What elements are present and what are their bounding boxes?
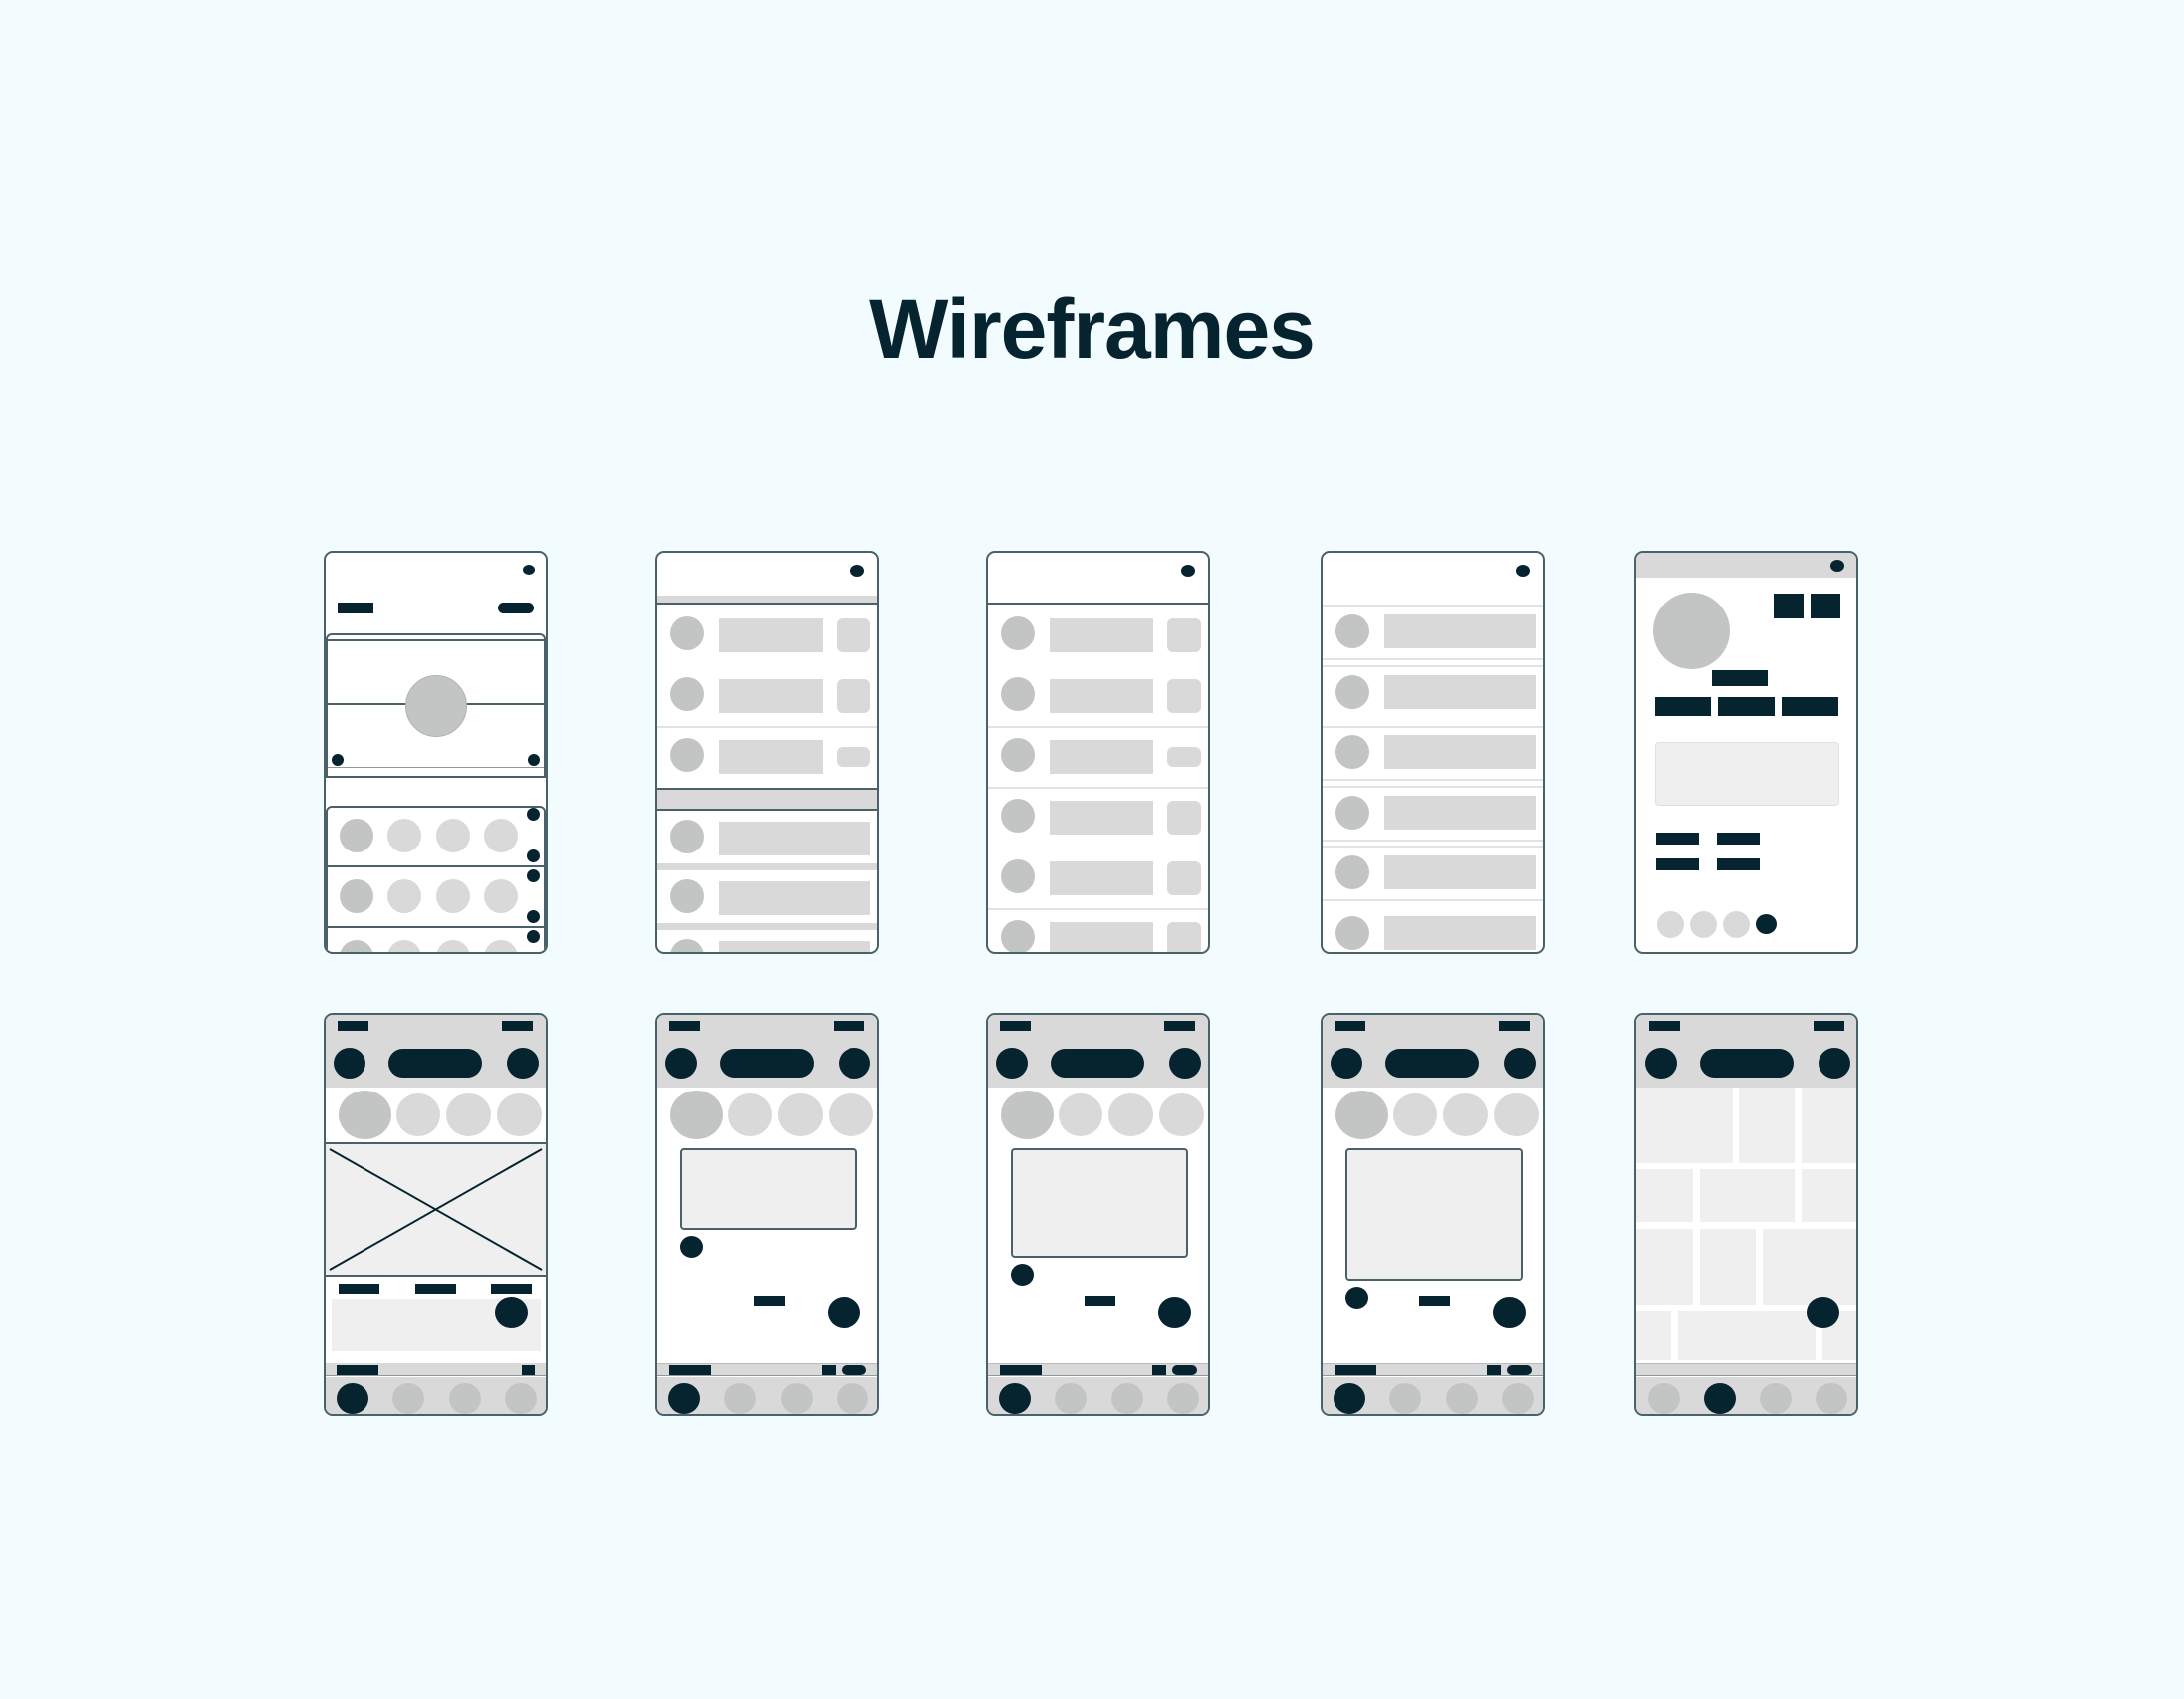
wireframe-simple-list	[1321, 551, 1545, 954]
stat-bar-2	[1718, 697, 1775, 716]
tab-1[interactable]	[339, 1284, 379, 1294]
status-dot-icon	[850, 565, 864, 577]
wireframe-grouped-list	[655, 551, 879, 954]
grid-tile[interactable]	[1678, 1311, 1816, 1360]
status-dot-icon	[1516, 565, 1530, 577]
menu-icon[interactable]	[996, 1048, 1028, 1079]
card	[1345, 1148, 1523, 1281]
prev-dot-icon[interactable]	[332, 754, 344, 766]
tab-add-icon[interactable]	[449, 1383, 481, 1414]
tab-profile-icon[interactable]	[837, 1383, 868, 1414]
profile-icon[interactable]	[1169, 1048, 1201, 1079]
grid-tile[interactable]	[1802, 1169, 1856, 1222]
menu-icon[interactable]	[334, 1048, 365, 1079]
tab-home-icon[interactable]	[1648, 1383, 1680, 1414]
grid-tile[interactable]	[1700, 1169, 1795, 1222]
wireframe-feed-card-small	[655, 1013, 879, 1416]
wireframe-feed-image	[324, 1013, 548, 1416]
stat-bar-1	[1655, 697, 1711, 716]
tab-add-icon[interactable]	[781, 1383, 813, 1414]
profile-icon[interactable]	[507, 1048, 539, 1079]
tab-home-icon[interactable]	[999, 1383, 1031, 1414]
hero-container	[326, 633, 546, 778]
wireframe-carousel-detail	[324, 551, 548, 954]
action-button-2[interactable]	[1811, 594, 1840, 618]
hero-image-circle	[405, 675, 467, 737]
tab-search-icon[interactable]	[1389, 1383, 1421, 1414]
tab-home-icon[interactable]	[668, 1383, 700, 1414]
menu-icon[interactable]	[1331, 1048, 1362, 1079]
grid-tile[interactable]	[1636, 1169, 1693, 1222]
wireframe-feed-card-large	[1321, 1013, 1545, 1416]
grid-tile[interactable]	[1636, 1088, 1733, 1163]
grid-tile[interactable]	[1700, 1229, 1756, 1305]
card	[1011, 1148, 1188, 1258]
image-placeholder-icon	[329, 1148, 543, 1271]
tab-profile-icon[interactable]	[1167, 1383, 1199, 1414]
like-dot-icon[interactable]	[1345, 1287, 1368, 1309]
back-label-bar	[338, 603, 373, 613]
menu-icon[interactable]	[665, 1048, 697, 1079]
section-header	[657, 788, 877, 811]
grid-tile[interactable]	[1763, 1229, 1856, 1305]
tab-3[interactable]	[491, 1284, 532, 1294]
fab-button[interactable]	[495, 1297, 528, 1328]
search-pill[interactable]	[1051, 1049, 1144, 1078]
grid-tile[interactable]	[1636, 1311, 1671, 1360]
profile-icon[interactable]	[839, 1048, 870, 1079]
tab-search-icon[interactable]	[724, 1383, 756, 1414]
search-pill[interactable]	[388, 1049, 482, 1078]
status-dot-icon	[1181, 565, 1195, 577]
grid-tile[interactable]	[1636, 1229, 1693, 1305]
tab-search-icon[interactable]	[392, 1383, 424, 1414]
tab-home-icon[interactable]	[1334, 1383, 1365, 1414]
tab-profile-icon[interactable]	[1502, 1383, 1534, 1414]
tab-profile-icon[interactable]	[505, 1383, 537, 1414]
action-pill	[498, 603, 534, 613]
fab-button[interactable]	[1493, 1297, 1526, 1328]
search-pill[interactable]	[1385, 1049, 1479, 1078]
tab-profile-icon[interactable]	[1816, 1383, 1847, 1414]
status-dot-icon	[523, 565, 535, 575]
next-dot-icon[interactable]	[528, 754, 540, 766]
bio-card	[1655, 742, 1839, 806]
fab-button[interactable]	[1807, 1297, 1839, 1328]
label-bar	[1085, 1296, 1115, 1306]
tab-add-icon[interactable]	[1446, 1383, 1478, 1414]
wireframe-masonry-grid	[1634, 1013, 1858, 1416]
status-bar	[1636, 553, 1856, 578]
wireframe-list-with-actions	[986, 551, 1210, 954]
profile-icon[interactable]	[1504, 1048, 1536, 1079]
profile-icon[interactable]	[1819, 1048, 1850, 1079]
action-button-1[interactable]	[1774, 594, 1804, 618]
avatar	[1653, 593, 1730, 669]
tab-add-icon[interactable]	[1760, 1383, 1792, 1414]
wireframe-profile	[1634, 551, 1858, 954]
search-pill[interactable]	[1700, 1049, 1794, 1078]
tab-home-icon[interactable]	[337, 1383, 368, 1414]
card	[680, 1148, 857, 1230]
fab-button[interactable]	[1158, 1297, 1191, 1328]
stat-bar-3	[1782, 697, 1838, 716]
like-dot-icon[interactable]	[1011, 1264, 1034, 1286]
label-bar	[754, 1296, 785, 1306]
fab-button[interactable]	[828, 1297, 860, 1328]
image-placeholder	[326, 1142, 546, 1277]
circle-rows-container	[326, 806, 546, 952]
tab-explore-icon[interactable]	[1704, 1383, 1736, 1414]
grid-tile[interactable]	[1802, 1088, 1856, 1163]
menu-icon[interactable]	[1645, 1048, 1677, 1079]
page-indicator-active[interactable]	[1756, 914, 1777, 934]
page-title: Wireframes	[869, 282, 1316, 375]
wireframe-feed-card-medium	[986, 1013, 1210, 1416]
search-pill[interactable]	[720, 1049, 814, 1078]
tab-add-icon[interactable]	[1111, 1383, 1143, 1414]
label-bar	[1419, 1296, 1450, 1306]
tab-search-icon[interactable]	[1055, 1383, 1087, 1414]
like-dot-icon[interactable]	[680, 1236, 703, 1258]
profile-name-bar	[1712, 670, 1768, 686]
status-dot-icon	[1830, 560, 1844, 572]
grid-tile[interactable]	[1739, 1088, 1795, 1163]
tab-2[interactable]	[415, 1284, 456, 1294]
